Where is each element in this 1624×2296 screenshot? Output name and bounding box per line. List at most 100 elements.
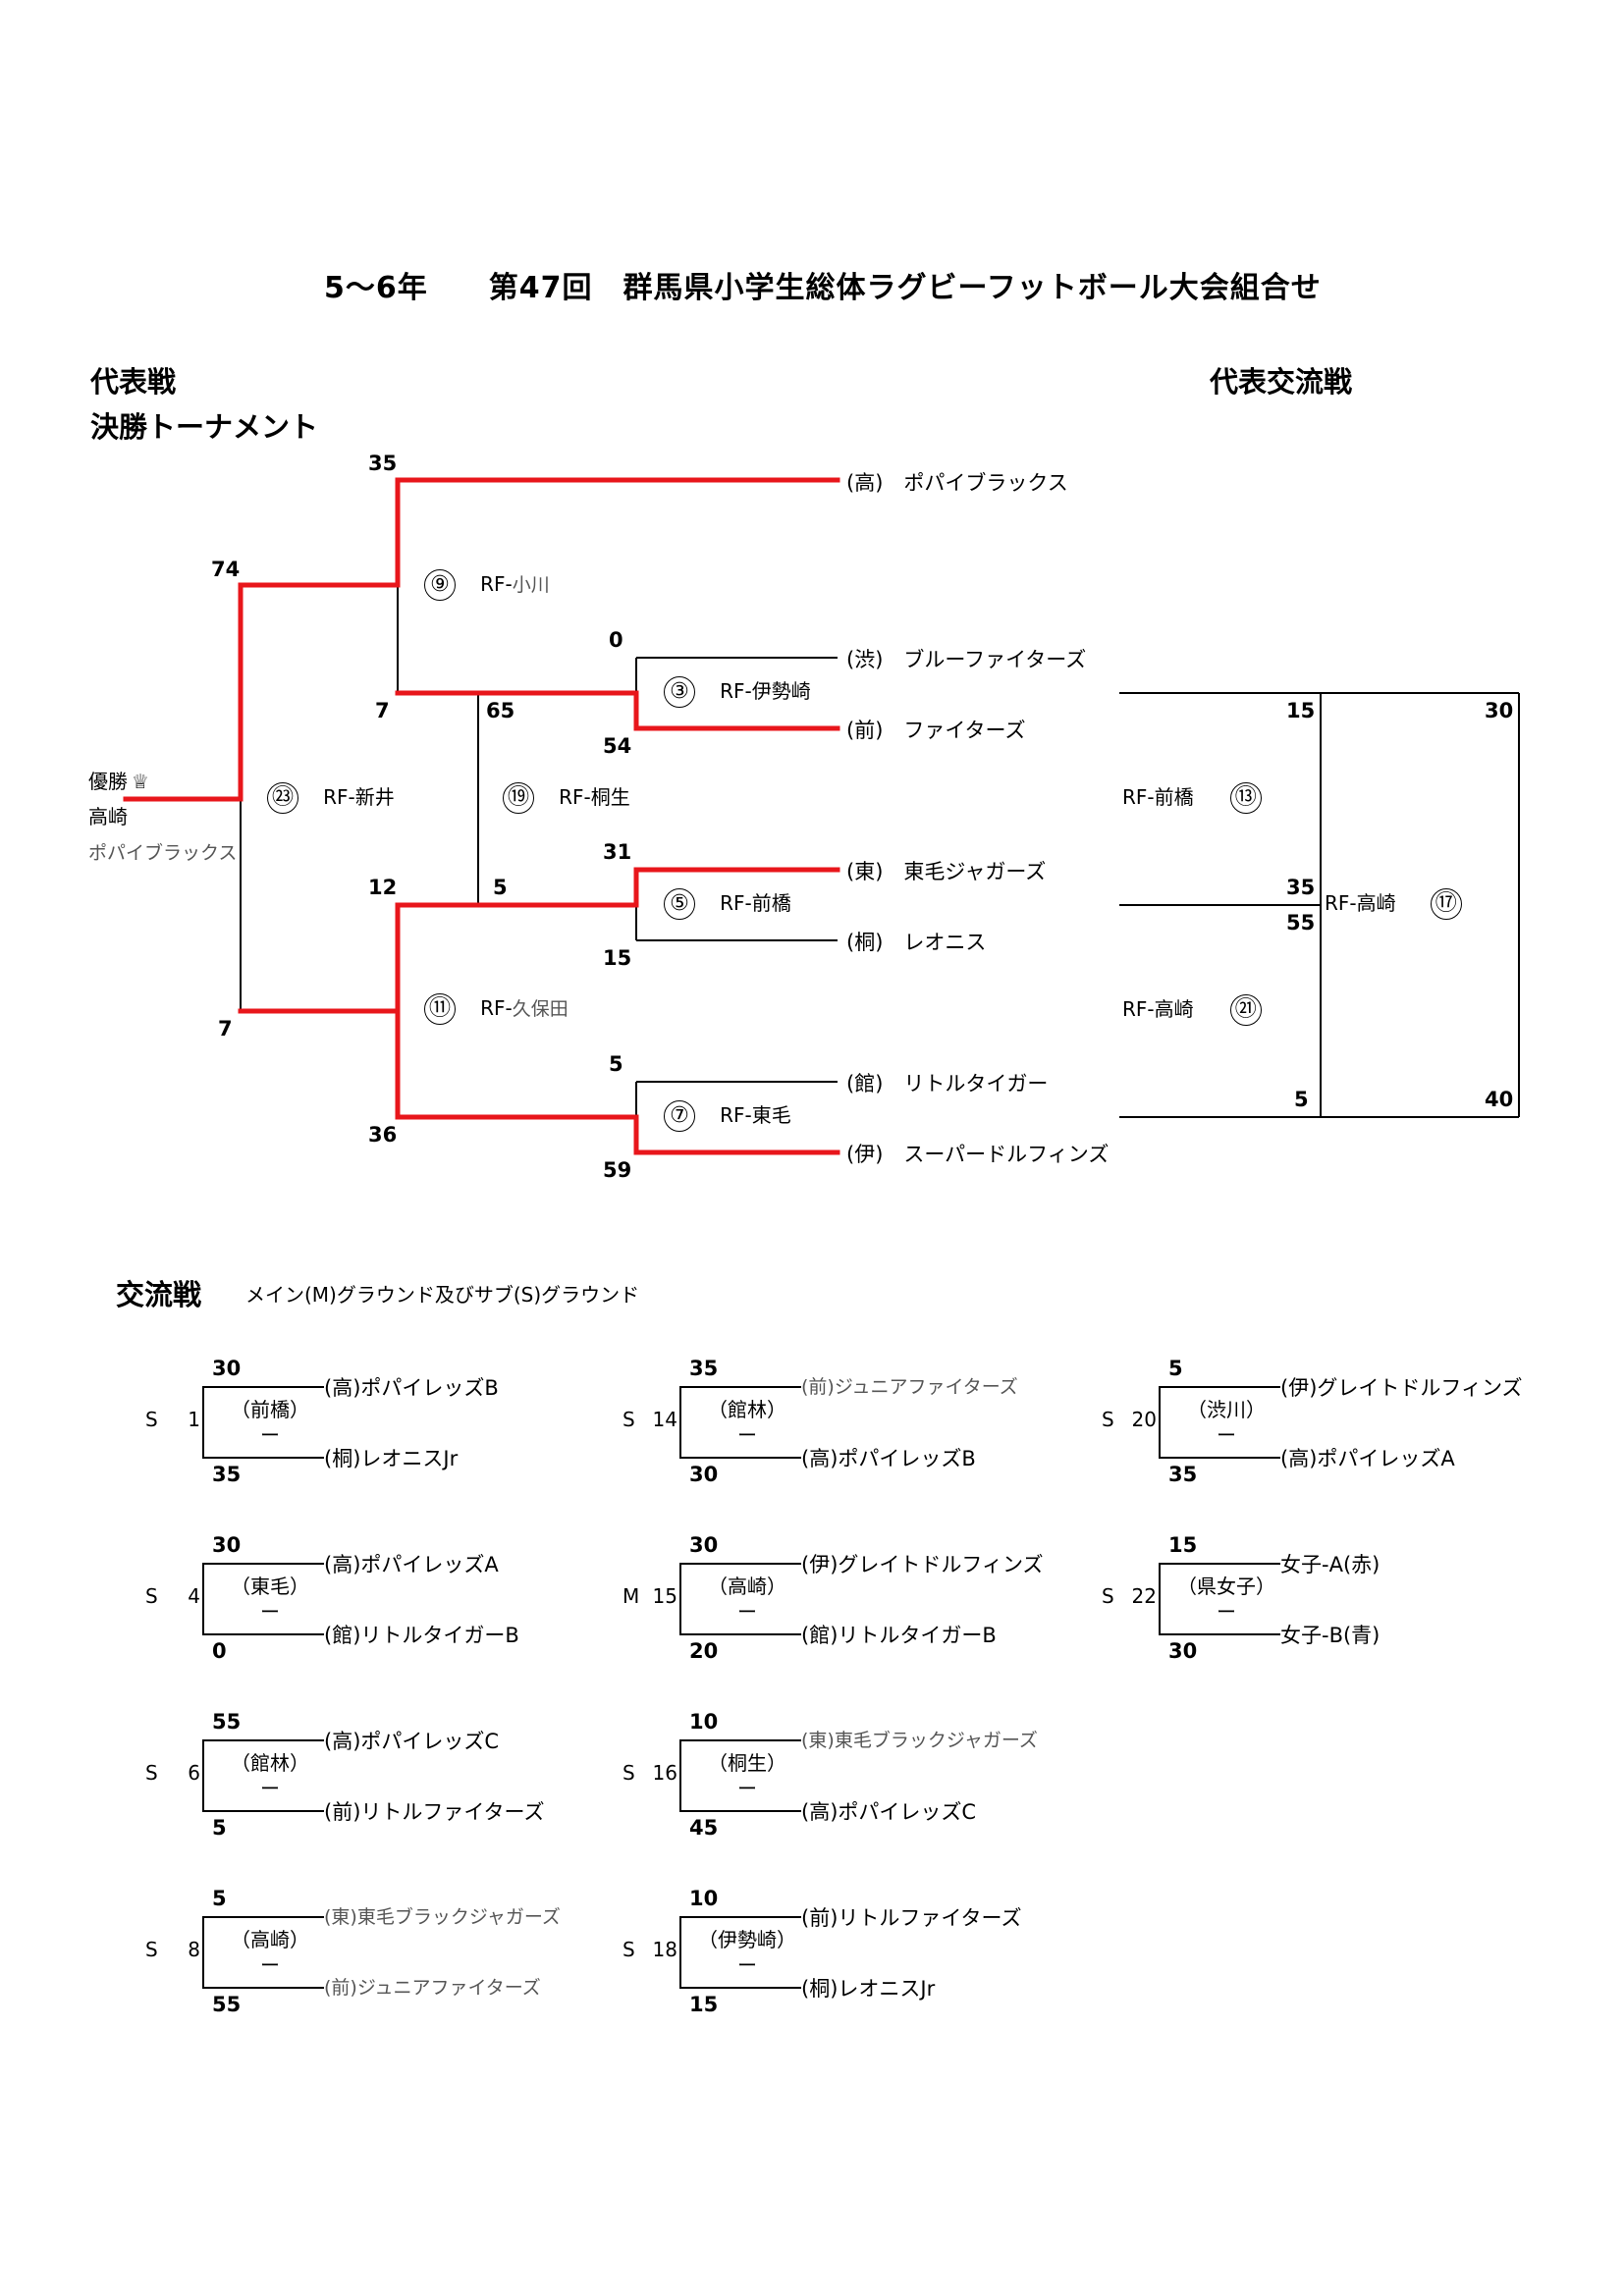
score: 7 [218,1017,233,1041]
score: 15 [1286,699,1316,722]
game-number: 22 [1131,1584,1157,1608]
game-dash: ー [260,1600,280,1624]
game-dash: ー [737,1777,757,1800]
heading-exchange-sub: メイン(M)グラウンド及びサブ(S)グラウンド [245,1283,640,1307]
game-team-top: (前)ジュニアファイターズ [801,1376,1018,1398]
game-team-top: (伊)グレイトドルフィンズ [801,1553,1044,1576]
game-team-top: (伊)グレイトドルフィンズ [1280,1376,1523,1400]
winner-city: 高崎 [88,805,128,828]
game-score-bottom: 35 [1168,1463,1198,1486]
game-score-bottom: 55 [212,1993,242,2016]
game-score-bottom: 35 [212,1463,242,1486]
heading-final-tournament: 決勝トーナメント [90,410,319,444]
team-name: (伊) スーパードルフィンズ [846,1143,1110,1166]
game-bracket-line [202,1563,324,1635]
game-score-top: 10 [689,1710,719,1734]
game-team-bottom: (桐)レオニスJr [801,1977,936,2001]
game-venue: （伊勢崎） [698,1928,796,1951]
heading-rep: 代表戦 [90,365,177,399]
game-score-bottom: 30 [1168,1639,1198,1663]
game-bracket-line [679,1916,801,1989]
match-venue: RF-新井 [323,785,395,809]
game-venue: （高崎） [708,1575,786,1598]
team-name: (渋) ブルーファイターズ [846,648,1087,671]
game-venue: （前橋） [231,1398,309,1421]
game-ground: S [1102,1408,1114,1431]
venue-suffix: 久保田 [512,998,568,1020]
score: 31 [603,840,632,864]
game-score-top: 30 [689,1533,719,1557]
score: 40 [1485,1088,1514,1111]
score: 5 [493,876,508,899]
game-team-bottom: (前)リトルファイターズ [324,1800,545,1824]
game-team-bottom: (高)ポパイレッズA [1280,1447,1455,1470]
match-5: ⑤ RF-前橋 [664,887,791,920]
team-name: (東) 東毛ジャガーズ [846,860,1047,883]
match-9: ⑨ RF-小川 [424,569,550,601]
game-ground: S [623,1408,635,1431]
crown-icon: ♕ [132,770,149,793]
game-dash: ー [260,1953,280,1977]
score: 54 [603,734,632,758]
game-bracket-line [679,1739,801,1812]
match-venue: RF-前橋 [1122,785,1194,809]
game-venue: （東毛） [231,1575,309,1598]
game-venue: （館林） [708,1398,786,1421]
game-dash: ー [1217,1423,1236,1447]
game-team-top: (高)ポパイレッズA [324,1553,499,1576]
game-bracket-line [679,1386,801,1459]
score: 30 [1485,699,1514,722]
game-ground: S [145,1408,158,1431]
score: 59 [603,1158,632,1182]
game-team-top: (高)ポパイレッズB [324,1376,499,1400]
score: 55 [1286,911,1316,934]
game-dash: ー [737,1423,757,1447]
game-venue: （渋川） [1187,1398,1266,1421]
match-venue: RF-高崎 [1325,891,1396,915]
match-number: ⑬ [1229,782,1262,814]
match-7: ⑦ RF-東毛 [664,1099,791,1132]
game-number: 6 [188,1761,200,1785]
venue-prefix: RF- [480,996,513,1020]
game-team-bottom: (桐)レオニスJr [324,1447,459,1470]
game-bracket-line [1159,1563,1280,1635]
game-score-bottom: 45 [689,1816,719,1840]
match-number: ㉑ [1229,994,1262,1026]
game-score-bottom: 30 [689,1463,719,1486]
game-ground: S [145,1938,158,1961]
game-bracket-line [202,1739,324,1812]
score: 7 [375,699,390,722]
match-venue: RF-前橋 [720,891,791,915]
match-number: ⑲ [503,782,534,814]
match-venue: RF-東毛 [720,1103,791,1127]
game-team-top: (東)東毛ブラックジャガーズ [801,1730,1038,1751]
venue-prefix: RF- [480,572,513,596]
game-team-top: 女子-A(赤) [1280,1553,1380,1576]
game-score-bottom: 20 [689,1639,719,1663]
game-number: 1 [188,1408,200,1431]
venue-suffix: 小川 [512,574,550,596]
match-number: ⑪ [424,993,456,1025]
match-number: ⑦ [664,1100,695,1132]
game-team-bottom: (館)リトルタイガーB [801,1624,997,1647]
game-venue: （桐生） [708,1751,786,1775]
team-name: (桐) レオニス [846,931,987,954]
game-dash: ー [1217,1600,1236,1624]
match-11: ⑪ RF-久保田 [424,993,568,1025]
game-ground: M [623,1584,640,1608]
game-score-top: 30 [212,1533,242,1557]
score: 36 [368,1123,398,1147]
score: 35 [1286,876,1316,899]
score: 5 [609,1052,623,1076]
heading-exchange: 交流戦 [116,1278,202,1311]
game-team-bottom: 女子-B(青) [1280,1624,1380,1647]
game-team-bottom: (高)ポパイレッズC [801,1800,977,1824]
